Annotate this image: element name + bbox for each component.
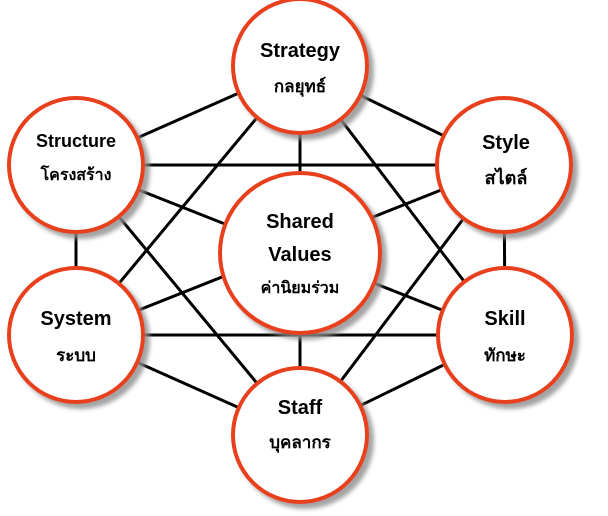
node-circle: [435, 96, 573, 234]
node-skill: Skill ทักษะ: [436, 266, 574, 404]
node-system: System ระบบ: [7, 266, 145, 404]
node-staff-en: Staff: [278, 397, 323, 419]
node-shared-values-en-line1: Shared: [266, 211, 334, 233]
node-skill-th: ทักษะ: [484, 346, 526, 366]
node-staff: Staff บุคลากร: [231, 366, 369, 504]
node-structure-en: Structure: [36, 131, 116, 151]
node-circle: [231, 0, 369, 135]
node-style-th: สไตล์: [485, 167, 528, 189]
node-shared-values: Shared Values ค่านิยมร่วม: [218, 171, 382, 335]
node-shared-values-th: ค่านิยมร่วม: [261, 278, 340, 297]
node-circle: [7, 96, 145, 234]
node-strategy-en: Strategy: [260, 40, 341, 62]
node-strategy-th: กลยุทธ์: [274, 76, 326, 97]
node-system-th: ระบบ: [56, 346, 96, 366]
node-circle: [436, 266, 574, 404]
node-structure: Structure โครงสร้าง: [7, 96, 145, 234]
node-circle: [231, 366, 369, 504]
node-structure-th: โครงสร้าง: [40, 164, 112, 184]
node-skill-en: Skill: [484, 308, 525, 330]
node-style: Style สไตล์: [435, 96, 573, 234]
node-circle: [7, 266, 145, 404]
node-system-en: System: [40, 308, 111, 330]
node-strategy: Strategy กลยุทธ์: [231, 0, 369, 135]
node-staff-th: บุคลากร: [269, 433, 331, 453]
node-circle: [218, 171, 382, 335]
node-shared-values-en-line2: Values: [268, 244, 331, 266]
node-style-en: Style: [482, 132, 530, 154]
